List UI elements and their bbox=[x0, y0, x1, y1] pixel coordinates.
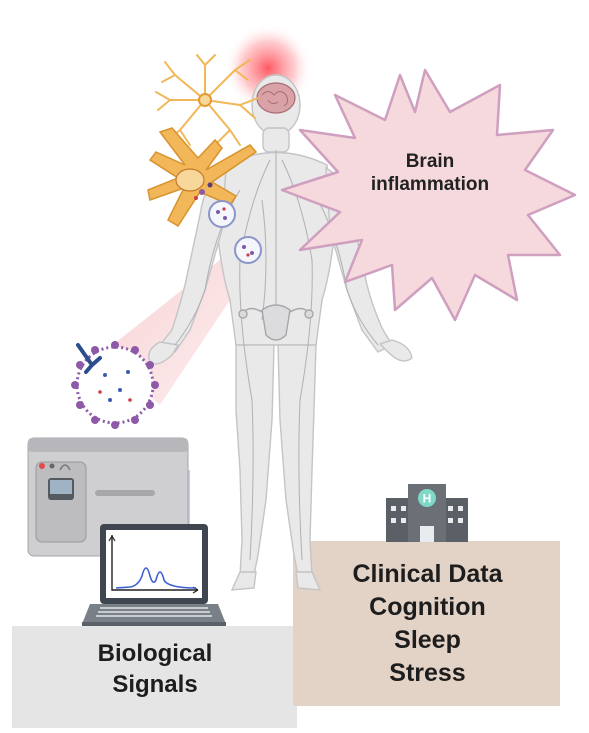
inflammation-label-line1: Brain bbox=[405, 151, 455, 172]
astrocyte-icon bbox=[155, 54, 259, 146]
inflammation-label: Brain inflammation bbox=[330, 150, 530, 196]
clinical-label: Clinical Data Cognition Sleep Stress bbox=[300, 558, 555, 690]
uterus-icon bbox=[238, 304, 314, 341]
biological-signals-box bbox=[12, 626, 297, 728]
clinical-line-cognition: Cognition bbox=[369, 593, 486, 621]
hospital-sign: H bbox=[423, 492, 432, 506]
neuron-icon bbox=[147, 127, 258, 228]
biological-signals-line1: Biological bbox=[97, 640, 213, 667]
clinical-line-data: Clinical Data bbox=[352, 560, 503, 588]
inflammation-label-line2: inflammation bbox=[370, 174, 490, 195]
vesicle-zoom-circles bbox=[208, 200, 262, 264]
clinical-line-sleep: Sleep bbox=[394, 626, 461, 654]
hospital-icon: H bbox=[386, 484, 468, 542]
biological-signals-line2: Signals bbox=[112, 671, 198, 698]
spectrum-line bbox=[115, 567, 197, 589]
clinical-line-stress: Stress bbox=[389, 659, 466, 687]
vesicle-icon bbox=[71, 341, 159, 429]
inflammation-bubble bbox=[280, 68, 577, 322]
laptop-icon bbox=[82, 524, 226, 626]
antibody-icon bbox=[76, 343, 102, 374]
brain-icon bbox=[256, 82, 296, 114]
biological-signals-label: Biological Signals bbox=[60, 638, 250, 700]
clinical-box bbox=[293, 541, 560, 706]
